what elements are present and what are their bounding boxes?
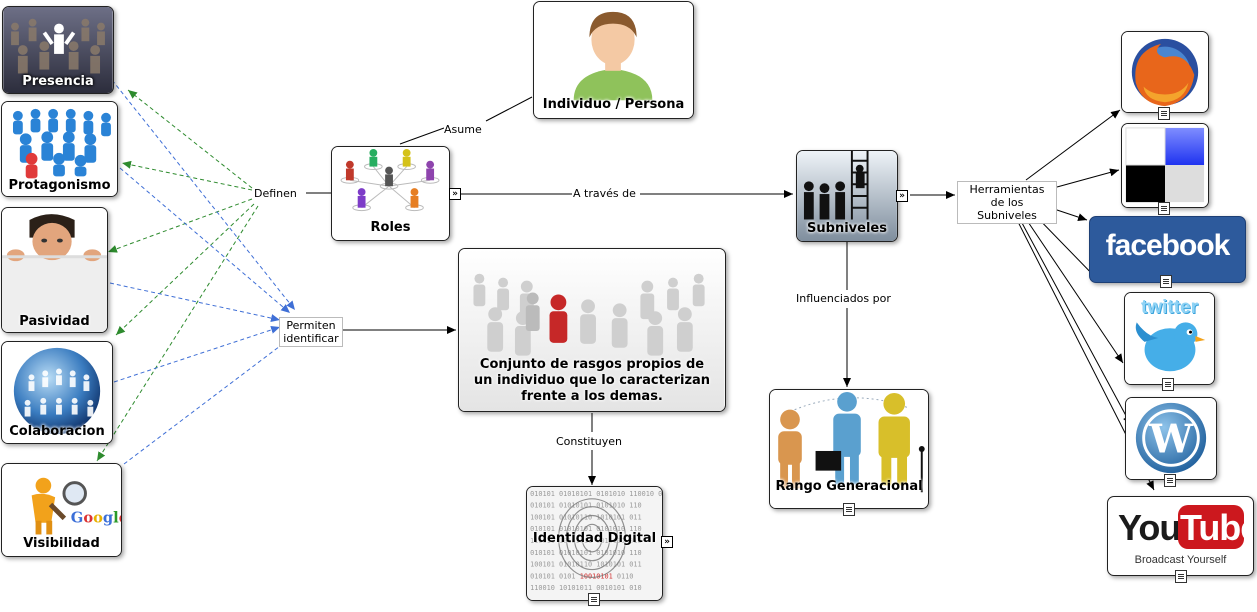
link-definen: Definen [254, 187, 297, 200]
delicious-resource-icon[interactable] [1158, 202, 1170, 215]
twitter-resource-icon[interactable] [1162, 378, 1174, 391]
generations-image [770, 390, 928, 508]
node-presencia[interactable]: Presencia [2, 6, 114, 94]
definen-arrows [96, 89, 259, 462]
link-influenciados-por: Influenciados por [796, 292, 891, 305]
label-protagonismo: Protagonismo [8, 178, 111, 193]
link-asume: Asume [444, 123, 482, 136]
link-herramientas-subniveles: Herramientas de los Subniveles [957, 181, 1057, 224]
node-colaboracion[interactable]: Colaboracion [1, 341, 113, 444]
paper-chain-image [459, 249, 725, 411]
wordpress-resource-icon[interactable] [1164, 474, 1176, 487]
svg-text:010101 0101 10010101 0110: 010101 0101 10010101 0110 [530, 572, 633, 580]
twitter-bird-icon [1125, 293, 1214, 384]
node-visibilidad[interactable]: Google Visibilidad [1, 463, 122, 557]
node-individuo[interactable]: Individuo / Persona [533, 1, 694, 119]
globe-people-image [2, 342, 112, 443]
label-visibilidad: Visibilidad [23, 536, 100, 551]
node-subniveles[interactable]: Subniveles [796, 150, 898, 242]
node-protagonismo[interactable]: Protagonismo [1, 101, 118, 197]
link-permiten-identificar: Permiten identificar [279, 317, 343, 347]
permiten-arrows [109, 79, 296, 465]
google-magnifier-image: Google [2, 464, 121, 556]
label-roles: Roles [370, 220, 411, 235]
label-individuo: Individuo / Persona [542, 97, 685, 112]
svg-text:W: W [1148, 417, 1194, 463]
crowd-image [3, 7, 113, 93]
node-wordpress[interactable]: W [1125, 397, 1217, 480]
svg-text:110010 10101011 0010101 010: 110010 10101011 0010101 010 [530, 584, 642, 592]
node-identidad-digital[interactable]: 010101 01010101 0101010 110010 010101 10… [526, 486, 663, 601]
label-rango-generacional: Rango Generacional [775, 479, 923, 494]
label-subniveles: Subniveles [807, 221, 887, 236]
node-firefox[interactable] [1121, 31, 1209, 113]
youtube-you: You [1118, 507, 1181, 548]
facebook-wordmark: facebook [1105, 229, 1231, 262]
label-pasividad: Pasividad [19, 314, 90, 329]
blue-figures-image [2, 102, 117, 196]
svg-text:010101 01010101 0101010 110: 010101 01010101 0101010 110 [530, 502, 642, 510]
fingerprint-image: 010101 01010101 0101010 110010 010101 10… [527, 487, 662, 600]
svg-text:010101 01010101 0101010 110: 010101 01010101 0101010 110 [530, 525, 642, 533]
youtube-resource-icon[interactable] [1175, 570, 1187, 583]
bits-row-1: 010101 01010101 0101010 110010 010101 10… [530, 490, 662, 498]
twitter-wordmark: twitter [1141, 297, 1198, 318]
svg-text:010101 01010101 0101010 110: 010101 01010101 0101010 110 [530, 549, 642, 557]
svg-text:100101 01010110 1010101 011: 100101 01010110 1010101 011 [530, 561, 642, 569]
node-pasividad[interactable]: Pasividad [1, 207, 108, 333]
label-presencia: Presencia [22, 74, 94, 89]
identidad-resource-icon[interactable] [588, 593, 600, 606]
node-youtube[interactable]: You Tube Broadcast Yourself [1107, 496, 1254, 576]
youtube-tube: Tube [1180, 507, 1254, 548]
node-twitter[interactable]: twitter [1124, 292, 1215, 385]
node-conjunto-rasgos[interactable]: Conjunto de rasgos propios de un individ… [458, 248, 726, 412]
expand-roles-icon[interactable]: » [449, 188, 461, 200]
node-rango-generacional[interactable]: Rango Generacional [769, 389, 929, 509]
peeking-man-image [2, 208, 107, 332]
expand-subniveles-icon[interactable]: » [896, 190, 908, 202]
facebook-resource-icon[interactable] [1160, 275, 1172, 288]
link-a-traves-de: A través de [573, 187, 636, 200]
network-people-image [332, 147, 449, 240]
wordpress-logo-icon: W [1126, 398, 1216, 479]
label-conjunto-rasgos: Conjunto de rasgos propios de un individ… [473, 357, 711, 404]
firefox-logo-icon [1122, 32, 1208, 112]
avatar-image [534, 2, 693, 118]
google-word: Google [71, 510, 121, 527]
ladder-climbers-image [797, 151, 897, 241]
link-constituyen: Constituyen [556, 435, 623, 448]
node-roles[interactable]: Roles [331, 146, 450, 241]
youtube-tagline: Broadcast Yourself [1134, 554, 1227, 566]
delicious-logo-icon [1122, 124, 1208, 207]
svg-text:110010 10101011 0010101 010: 110010 10101011 0010101 010 [530, 537, 642, 545]
node-facebook[interactable]: facebook [1089, 216, 1246, 283]
node-delicious[interactable] [1121, 123, 1209, 208]
expand-identidad-icon[interactable]: » [661, 536, 673, 548]
label-identidad-digital: Identidad Digital [532, 531, 657, 546]
label-colaboracion: Colaboracion [9, 424, 105, 439]
rango-resource-icon[interactable] [843, 503, 855, 516]
firefox-resource-icon[interactable] [1158, 107, 1170, 120]
